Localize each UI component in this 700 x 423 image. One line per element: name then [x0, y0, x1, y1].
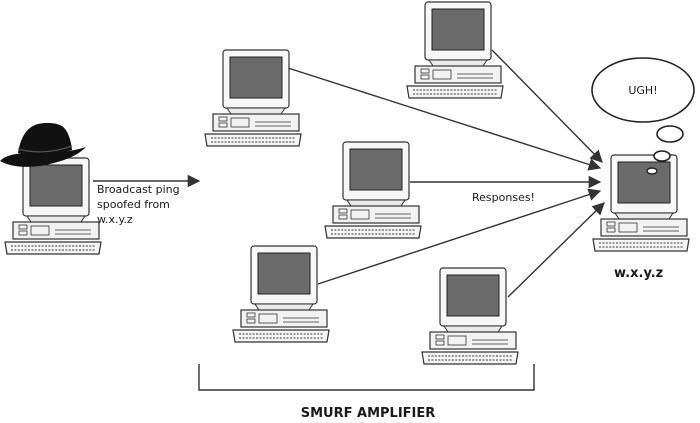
response-arrow — [491, 49, 603, 163]
victim-computer — [592, 154, 690, 252]
amplifier-computer — [204, 49, 302, 147]
attacker-computer — [4, 157, 102, 255]
amplifier-bracket — [198, 364, 535, 391]
broadcast-label: Broadcast ping spoofed from w.x.y.z — [97, 183, 183, 226]
desktop-computer-icon — [406, 1, 504, 99]
responses-label: Responses! — [472, 191, 535, 204]
desktop-computer-icon — [232, 245, 330, 343]
response-arrow — [507, 202, 605, 298]
desktop-computer-icon — [4, 157, 102, 255]
response-arrow — [317, 188, 602, 285]
desktop-computer-icon — [324, 141, 422, 239]
arrows — [93, 49, 605, 298]
bubble-text: UGH! — [628, 84, 657, 97]
thought-bubble-icon — [591, 57, 695, 175]
amplifier-computer — [324, 141, 422, 239]
amplifier-computer — [406, 1, 504, 99]
amplifier-label: SMURF AMPLIFIER — [301, 406, 436, 421]
amplifier-computer — [232, 245, 330, 343]
victim-label: w.x.y.z — [614, 266, 663, 281]
desktop-computer-icon — [421, 267, 519, 365]
amplifier-computer — [421, 267, 519, 365]
desktop-computer-icon — [204, 49, 302, 147]
desktop-computer-icon — [592, 154, 690, 252]
fedora-hat-icon — [0, 122, 86, 167]
response-arrow — [287, 67, 602, 171]
